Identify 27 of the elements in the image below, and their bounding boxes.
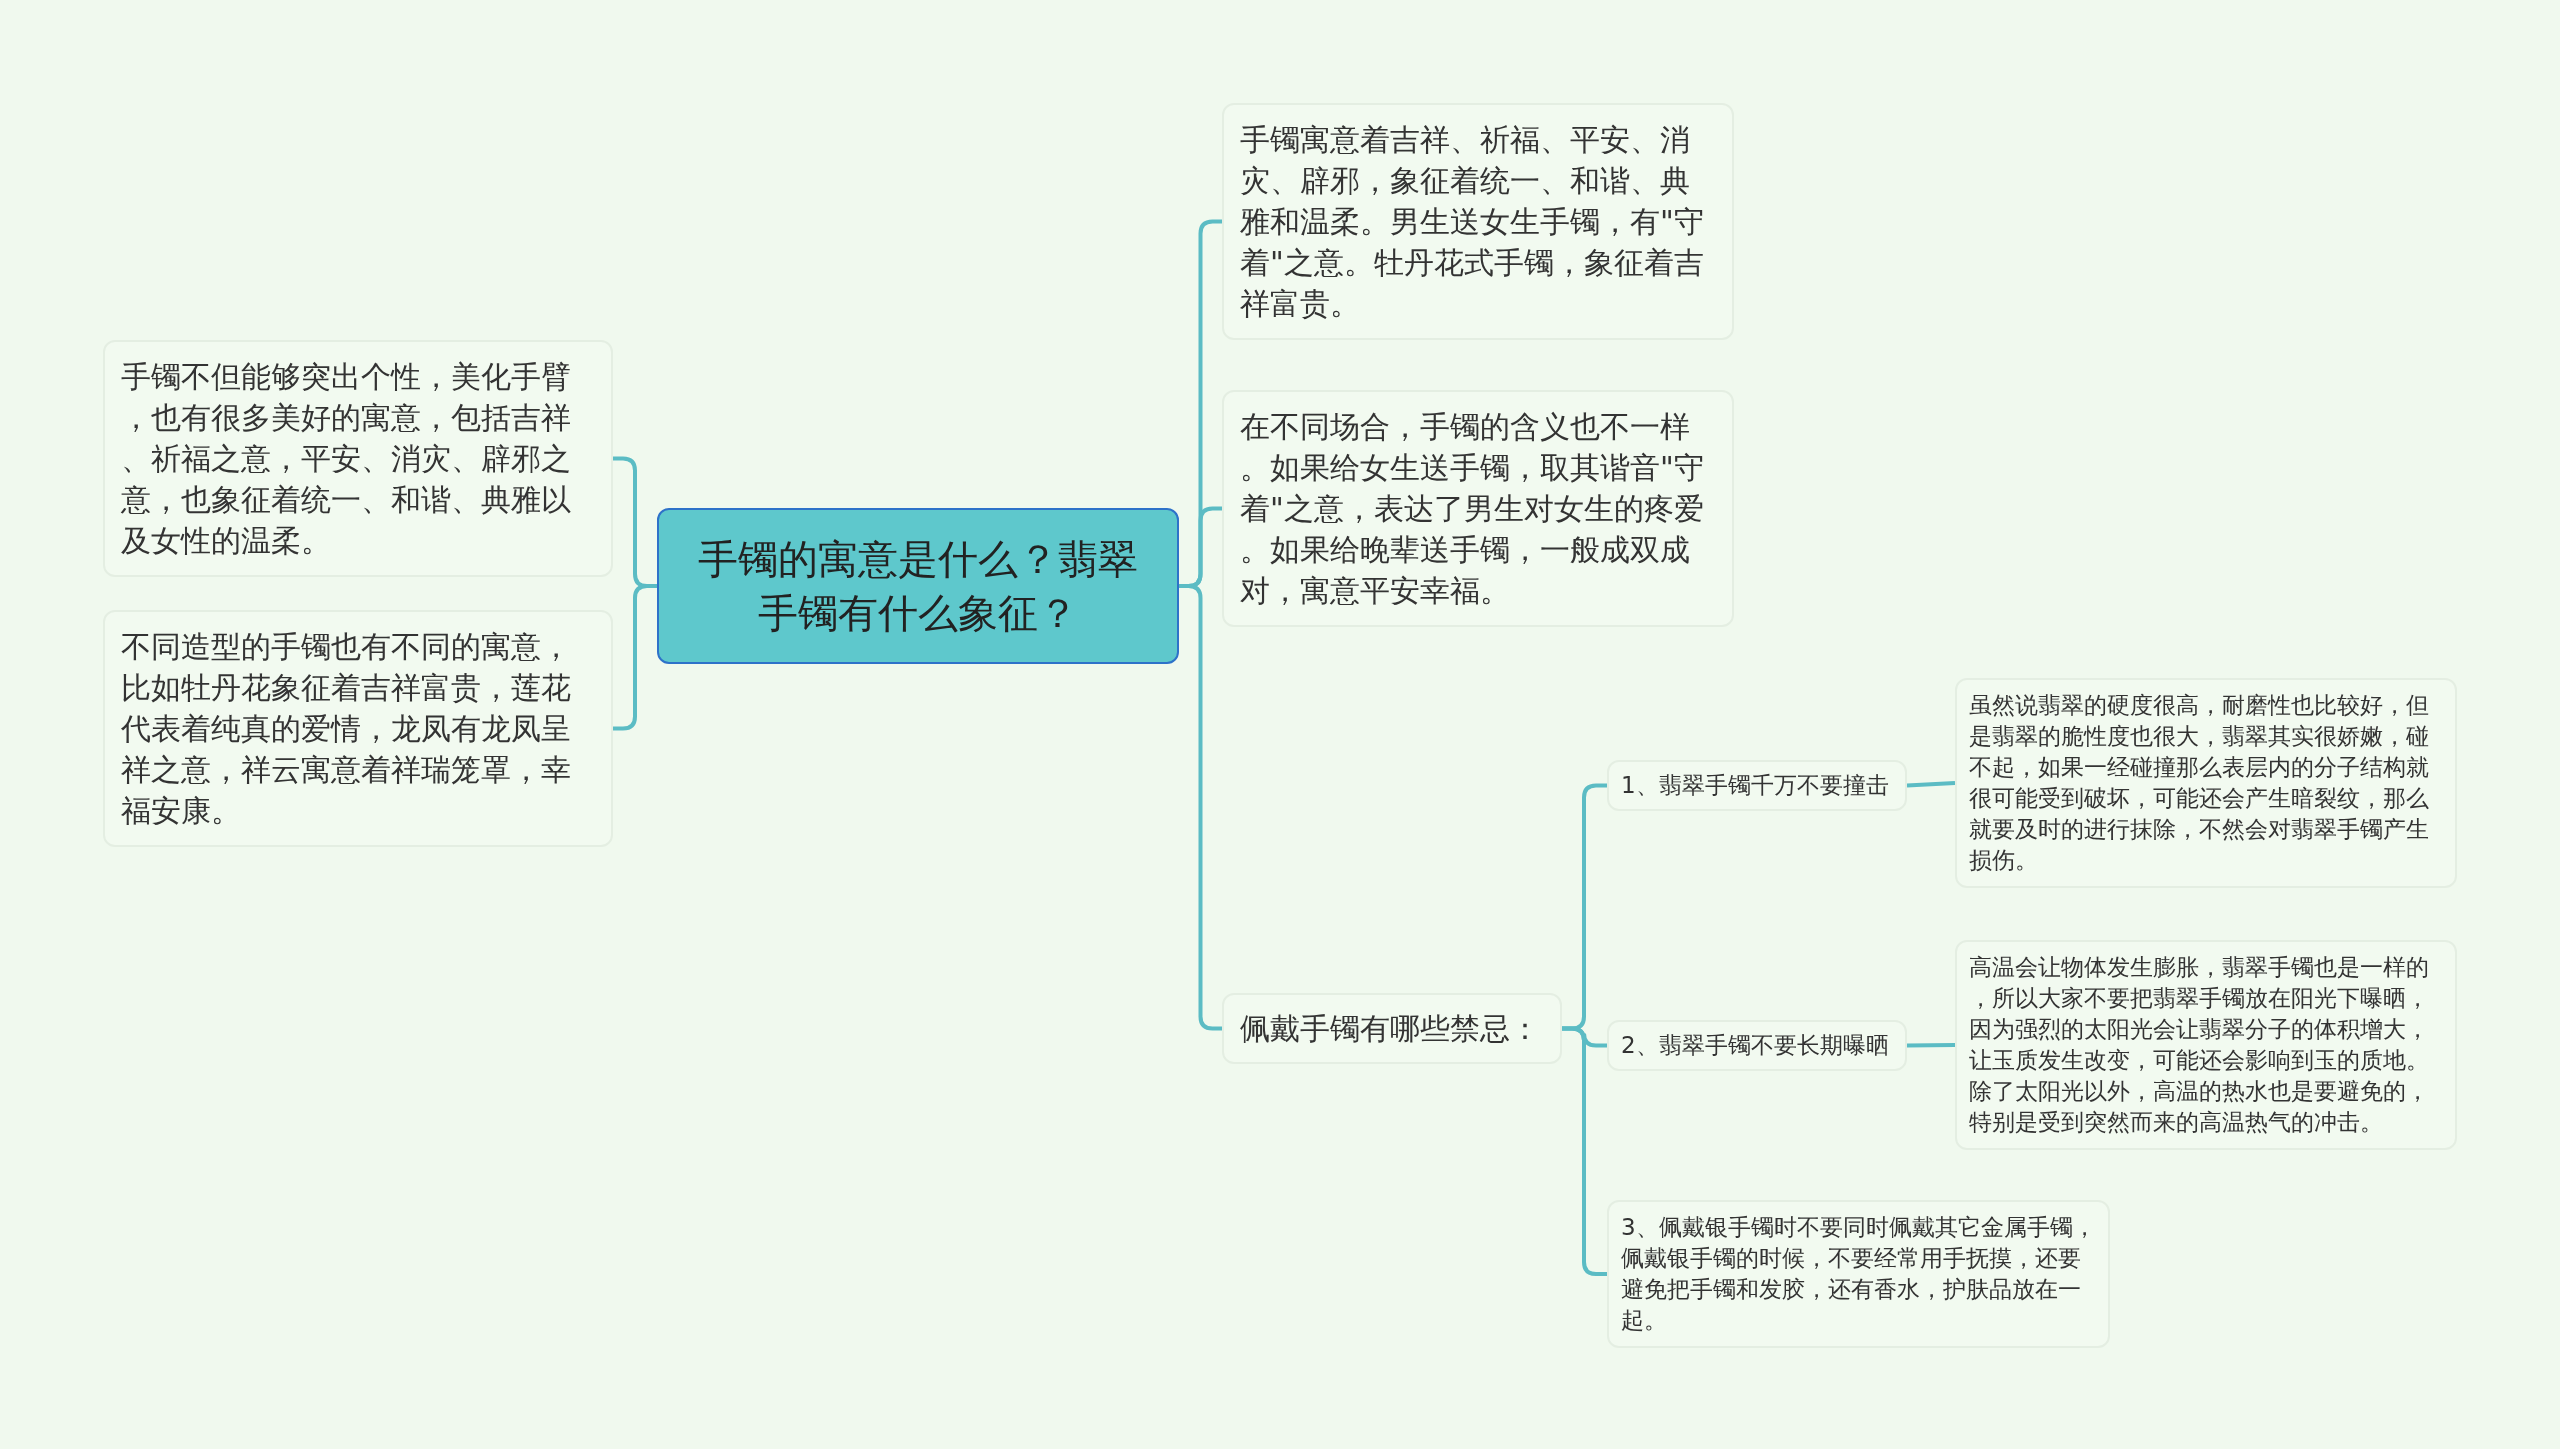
topic-text: 在不同场合，手镯的含义也不一样。如果给女生送手镯，取其谐音"守着"之意，表达了男生对女生的疼爱。如果给晚辈送手镯，一般成双成对，寓意平安幸福。	[1240, 408, 1705, 610]
topic-box	[103, 610, 613, 847]
connector-line	[1562, 1026, 1607, 1276]
topic-box	[1222, 103, 1734, 340]
root-topic-box	[657, 508, 1179, 664]
detail-box	[1955, 678, 2457, 888]
topic-box	[1222, 993, 1562, 1064]
topic-text: 手镯的寓意是什么？翡翠手镯有什么象征？	[697, 535, 1139, 638]
subtopic-box	[1607, 1200, 2110, 1348]
topic-text: 手镯不但能够突出个性，美化手臂，也有很多美好的寓意，包括吉祥、祈福之意，平安、消灾、辟邪之意，也象征着统一、和谐、典雅以及女性的温柔。	[121, 358, 572, 560]
topic-text: 不同造型的手镯也有不同的寓意，比如牡丹花象征着吉祥富贵，莲花代表着纯真的爱情，龙凤有龙凤呈祥之意，祥云寓意着祥瑞笼罩，幸福安康。	[121, 628, 572, 830]
subtopic-box	[1607, 760, 1907, 811]
topic-text: 3、佩戴银手镯时不要同时佩戴其它金属手镯，佩戴银手镯的时候，不要经常用手抚摸，还要避免把手镯和发胶，还有香水，护肤品放在一起。	[1621, 1213, 2096, 1335]
topic-text: 手镯寓意着吉祥、祈福、平安、消灾、辟邪，象征着统一、和谐、典雅和温柔。男生送女生手镯，有"守着"之意。牡丹花式手镯，象征着吉祥富贵。	[1240, 121, 1705, 323]
connector-line	[1179, 584, 1222, 1031]
connector-line	[1906, 1043, 1956, 1048]
topic-box	[103, 340, 613, 577]
detail-box	[1955, 940, 2457, 1150]
topic-box	[1222, 390, 1734, 627]
topic-text: 佩戴手镯有哪些禁忌：	[1240, 1010, 1541, 1048]
topic-text: 高温会让物体发生膨胀，翡翠手镯也是一样的，所以大家不要把翡翠手镯放在阳光下曝晒，因为强烈的太阳光会让翡翠分子的体积增大，让玉质发生改变，可能还会影响到玉的质地。除了太阳光以外，高温的热水也是要避免的，特别是受到突然而来的高温热气的冲击。	[1969, 953, 2430, 1137]
topic-text: 2、翡翠手镯不要长期曝晒	[1621, 1031, 1890, 1060]
topic-text: 1、翡翠手镯千万不要撞击	[1621, 771, 1890, 800]
connector-line	[1906, 781, 1956, 788]
connector-line	[613, 584, 657, 731]
topic-text: 虽然说翡翠的硬度很高，耐磨性也比较好，但是翡翠的脆性度也很大，翡翠其实很娇嫩，碰不起，如果一经碰撞那么表层内的分子结构就很可能受到破坏，可能还会产生暗裂纹，那么就要及时的进行抹除，不然会对翡翠手镯产生损伤。	[1969, 691, 2430, 875]
subtopic-box	[1607, 1020, 1907, 1071]
